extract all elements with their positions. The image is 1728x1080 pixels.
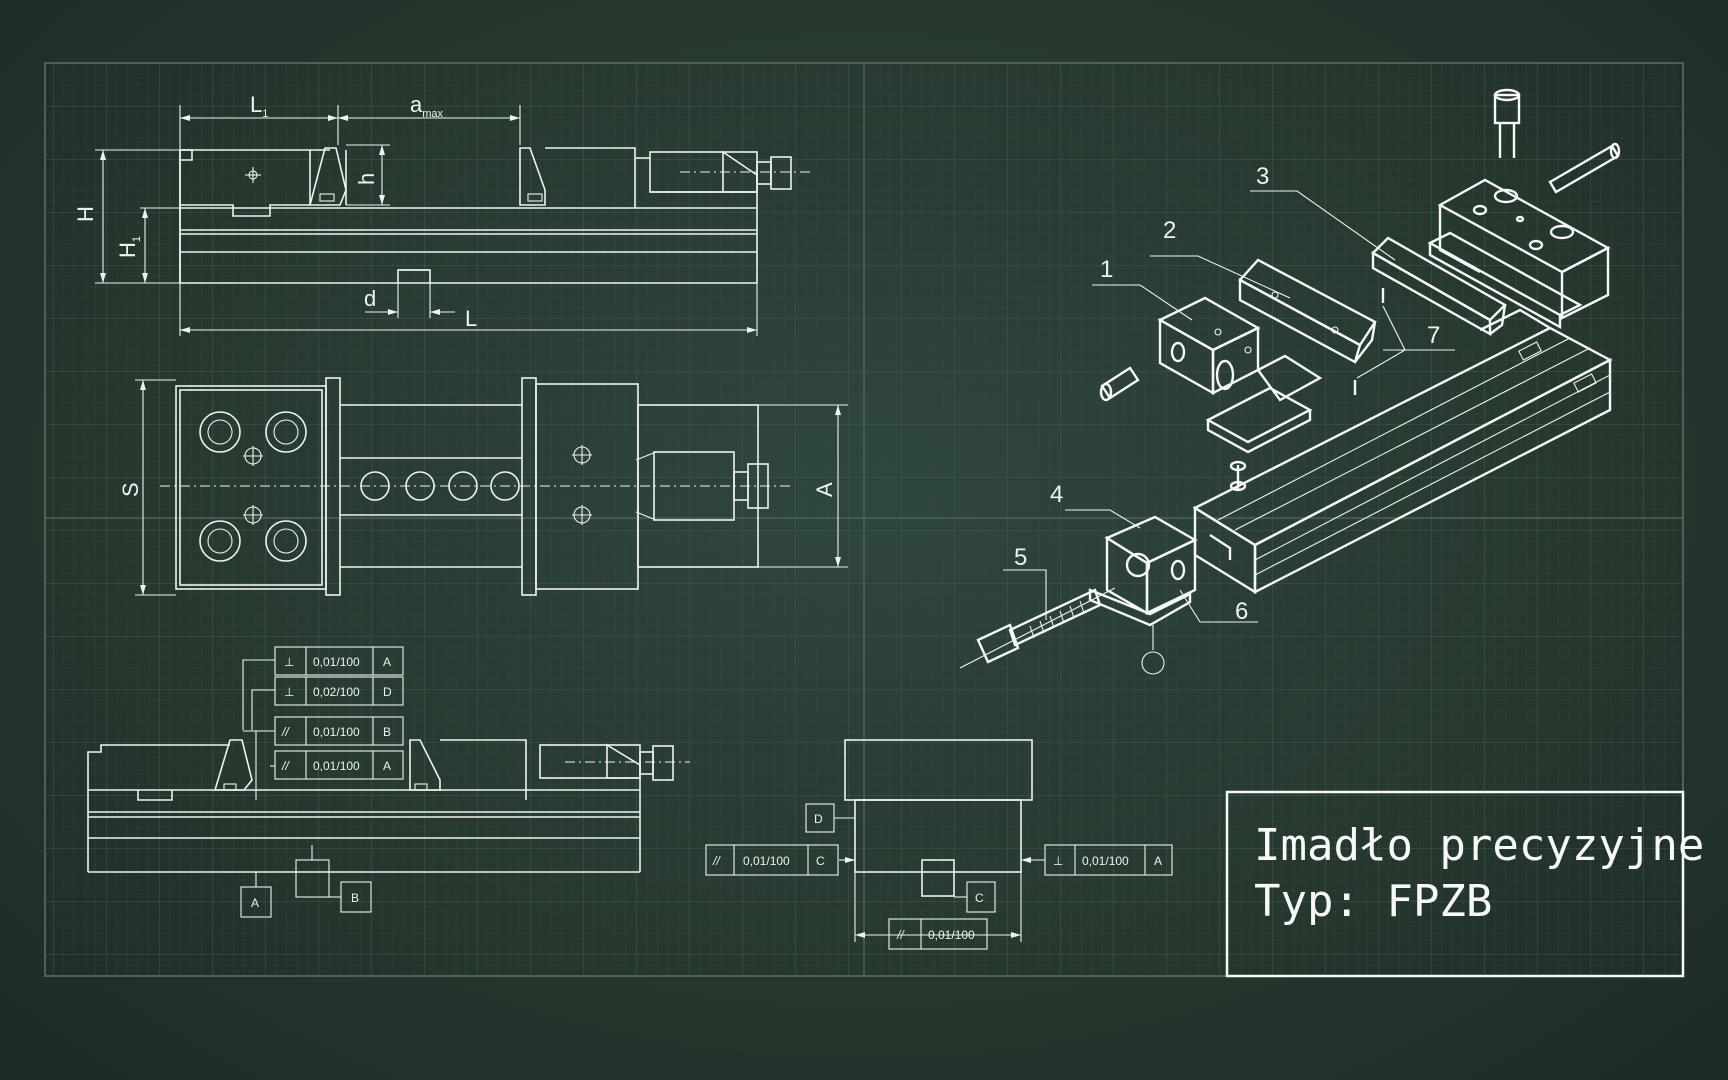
svg-text://: //	[896, 928, 905, 942]
dim-H1: H1	[115, 236, 143, 258]
part-number-6: 6	[1235, 598, 1248, 625]
svg-text:⊥: ⊥	[1053, 854, 1063, 868]
svg-text://: //	[281, 725, 290, 739]
svg-text:0,01/100: 0,01/100	[313, 725, 360, 739]
jaw-screw-heads	[199, 411, 592, 562]
grid-sheet	[44, 62, 1684, 977]
dim-A: A	[812, 482, 837, 497]
svg-text:0,02/100: 0,02/100	[313, 685, 360, 699]
title-line-2: Typ: FPZB	[1254, 876, 1492, 927]
top-view-drawing	[135, 377, 848, 596]
svg-text:0,01/100: 0,01/100	[928, 928, 975, 942]
datum-d-box: D	[805, 803, 835, 833]
tolerance-frame-3: // 0,01/100 B	[274, 716, 404, 746]
svg-text://: //	[712, 854, 721, 868]
svg-text:⊥: ⊥	[284, 655, 294, 669]
dim-S: S	[118, 482, 143, 497]
tolerance-frame-2: ⊥ 0,02/100 D	[274, 676, 404, 706]
dim-h: h	[354, 173, 379, 185]
svg-text:A: A	[383, 655, 391, 669]
part-numbers: 1 2 3 4 5 6 7	[1014, 163, 1440, 625]
dimension-labels-side-view: L1 amax H H1 h d L	[73, 92, 477, 331]
part-number-4: 4	[1050, 481, 1063, 508]
svg-text:0,01/100: 0,01/100	[1082, 854, 1129, 868]
tolerance-side-view	[87, 659, 690, 918]
svg-text://: //	[281, 759, 290, 773]
svg-text:0,01/100: 0,01/100	[313, 759, 360, 773]
svg-text:B: B	[383, 725, 391, 739]
svg-text:C: C	[975, 891, 984, 905]
svg-text:A: A	[1154, 854, 1162, 868]
tolerance-frame-middle-left: // 0,01/100 C	[705, 844, 839, 876]
svg-text:⊥: ⊥	[284, 685, 294, 699]
title-line-1: Imadło precyzyjne	[1254, 820, 1704, 871]
tolerance-frame-1: ⊥ 0,01/100 A	[274, 646, 404, 676]
datum-b-label: B	[351, 891, 359, 905]
part-number-5: 5	[1014, 544, 1027, 571]
svg-text:A: A	[383, 759, 391, 773]
part-number-7: 7	[1427, 322, 1440, 349]
exploded-view	[959, 88, 1621, 675]
svg-text:C: C	[816, 854, 825, 868]
svg-text:0,01/100: 0,01/100	[313, 655, 360, 669]
dim-L1: L1	[250, 92, 268, 120]
datum-a-label: A	[251, 896, 259, 910]
tolerance-frame-middle-right: ⊥ 0,01/100 A	[1044, 844, 1173, 876]
part-number-2: 2	[1163, 217, 1176, 244]
tolerance-frame-4: // 0,01/100 A	[274, 750, 404, 780]
svg-text:D: D	[383, 685, 392, 699]
dim-d: d	[364, 286, 376, 311]
part-number-3: 3	[1256, 163, 1269, 190]
part-number-1: 1	[1100, 256, 1113, 283]
svg-text:0,01/100: 0,01/100	[743, 854, 790, 868]
dim-amax: amax	[410, 92, 444, 120]
datum-c-box: C	[966, 881, 996, 913]
tolerance-front-view	[834, 739, 1045, 942]
tolerance-frame-middle-bottom: // 0,01/100	[888, 918, 988, 950]
side-view-drawing	[95, 105, 810, 336]
dim-L: L	[465, 306, 477, 331]
dim-H: H	[73, 206, 98, 222]
svg-text:D: D	[814, 812, 823, 826]
title-block: Imadło precyzyjne Typ: FPZB	[1225, 790, 1704, 978]
